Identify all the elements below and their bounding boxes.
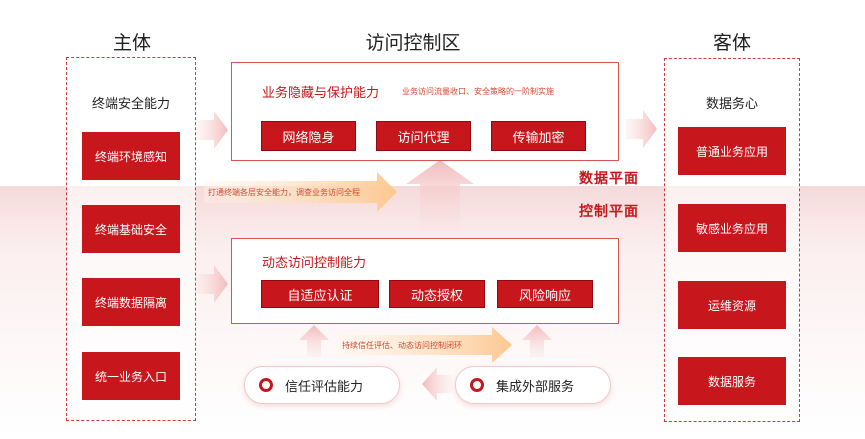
object-item-sensitive-apps: 敏感业务应用	[678, 204, 786, 252]
arrow-right-top	[197, 111, 228, 149]
arrow-right-object	[626, 110, 657, 148]
item-risk-response: 风险响应	[497, 280, 593, 308]
control-plane-label: 控制平面	[579, 204, 639, 220]
arrow-up-center	[406, 160, 474, 232]
trust-evaluation-label: 信任评估能力	[285, 379, 364, 395]
subject-item-basic-security: 终端基础安全	[82, 205, 180, 253]
heading-object: 客体	[712, 32, 751, 54]
subject-item-data-isolation: 终端数据隔离	[82, 278, 180, 326]
note-arrow-bottom	[337, 327, 512, 363]
arrow-left-pills	[422, 367, 452, 401]
dynamic-title: 动态访问控制能力	[262, 256, 367, 271]
item-dynamic-authorization: 动态授权	[389, 280, 485, 308]
subject-item-env-awareness: 终端环境感知	[82, 132, 180, 180]
concealment-note: 业务访问流量收口、安全策略的一阶制实施	[402, 87, 554, 96]
note-arrow-left	[204, 172, 397, 212]
heading-subject: 主体	[112, 32, 151, 54]
subject-title: 终端安全能力	[91, 97, 170, 112]
trust-evaluation-pill: 信任评估能力	[244, 366, 400, 404]
data-plane-label: 数据平面	[579, 171, 639, 187]
concealment-title: 业务隐藏与保护能力	[262, 86, 380, 101]
ring-icon	[259, 378, 273, 392]
item-access-proxy: 访问代理	[376, 121, 471, 151]
object-item-ops-resources: 运维资源	[678, 281, 786, 329]
arrow-up-right	[522, 325, 552, 357]
left-note: 打通终端各层安全能力，调查业务访问全程	[208, 188, 360, 197]
arrow-right-bottom	[197, 265, 228, 303]
item-network-stealth: 网络隐身	[261, 121, 356, 151]
external-services-label: 集成外部服务	[496, 379, 575, 395]
object-item-general-apps: 普通业务应用	[678, 127, 786, 175]
arrow-up-left	[299, 325, 329, 357]
external-services-pill: 集成外部服务	[455, 366, 611, 404]
ring-icon	[470, 378, 484, 392]
heading-access-control: 访问控制区	[365, 32, 461, 54]
item-adaptive-auth: 自适应认证	[261, 280, 379, 308]
subject-item-unified-entry: 统一业务入口	[82, 352, 180, 400]
object-item-data-services: 数据服务	[678, 357, 786, 405]
bottom-note: 持续信任评估、动态访问控制闭环	[342, 341, 462, 350]
item-transport-encryption: 传输加密	[491, 121, 586, 151]
object-title: 数据务心	[705, 97, 758, 112]
